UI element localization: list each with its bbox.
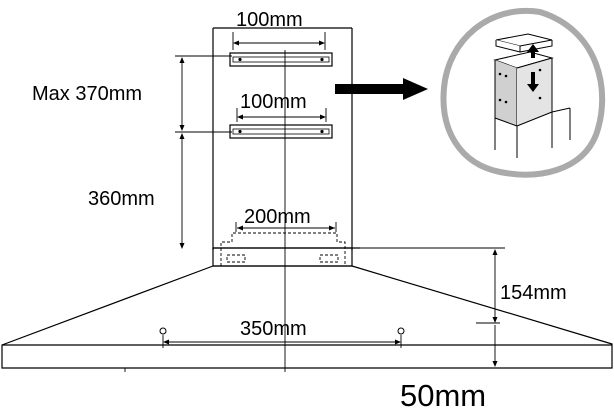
canopy-width-dimension [235,222,337,232]
canopy-height-dimension [476,249,500,324]
top-mounting-bracket [229,52,333,67]
right-arrow-icon [335,78,428,100]
max-height-label: Max 370mm [32,83,142,105]
chimney-height-dimension [179,133,185,249]
hole-spacing-dimension [159,327,405,348]
chimney-body [212,27,353,250]
chimney-bracket-detail-icon [440,7,606,178]
mid-width-dimension [236,108,327,122]
bottom-offset-label: 50mm [400,378,486,413]
canopy-height-label: 154mm [500,282,567,304]
mid-mounting-bracket [229,124,333,139]
max-height-dimension [179,57,185,131]
top-width-dimension [232,32,326,50]
vertical-dimension-extension-lines [175,55,232,133]
mid-width-label: 100mm [240,91,307,113]
canopy-width-label: 200mm [244,206,311,228]
top-width-label: 100mm [236,9,303,31]
hidden-canopy-bracket [220,232,346,266]
canopy [1,247,613,369]
hole-spacing-label: 350mm [240,318,307,340]
bottom-offset-dimension [492,325,498,367]
chimney-height-label: 360mm [88,188,155,210]
